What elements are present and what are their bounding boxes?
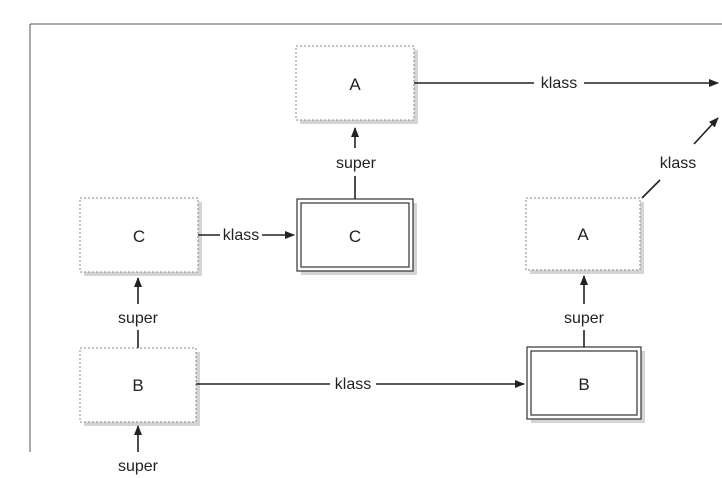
edge-a-right-klass: klass <box>641 117 719 199</box>
edge-b-left-klass: klass <box>196 376 525 393</box>
node-a-top-label: A <box>349 75 361 94</box>
node-b-right: B <box>526 346 645 423</box>
node-c-mid-label: C <box>349 227 361 246</box>
edge-b-right-super-label: super <box>564 310 605 327</box>
edge-c-left-klass: klass <box>198 227 295 244</box>
edge-c-left-klass-label: klass <box>223 227 259 244</box>
figure-frame <box>29 23 722 452</box>
edge-a-top-klass: klass <box>414 75 719 92</box>
node-c-left-label: C <box>133 227 145 246</box>
edge-b-left-super-label: super <box>118 310 159 327</box>
node-b-left-label: B <box>132 376 143 395</box>
node-b-right-label: B <box>578 375 589 394</box>
node-b-left: B <box>79 347 200 426</box>
edge-c-mid-super: super <box>336 127 377 199</box>
edge-a-right-klass-label: klass <box>660 155 696 172</box>
edge-b-right-super: super <box>564 275 605 347</box>
node-a-top: A <box>295 45 418 124</box>
edge-incoming-super-label: super <box>118 458 159 475</box>
edge-c-mid-super-label: super <box>336 155 377 172</box>
edge-b-left-super: super <box>118 277 159 348</box>
edge-a-top-klass-label: klass <box>541 75 577 92</box>
edge-incoming-super: super <box>118 425 159 475</box>
edge-b-left-klass-label: klass <box>335 376 371 393</box>
node-a-right-label: A <box>577 225 589 244</box>
node-a-right: A <box>525 197 644 274</box>
node-c-mid: C <box>296 198 417 275</box>
node-c-left: C <box>79 197 202 276</box>
